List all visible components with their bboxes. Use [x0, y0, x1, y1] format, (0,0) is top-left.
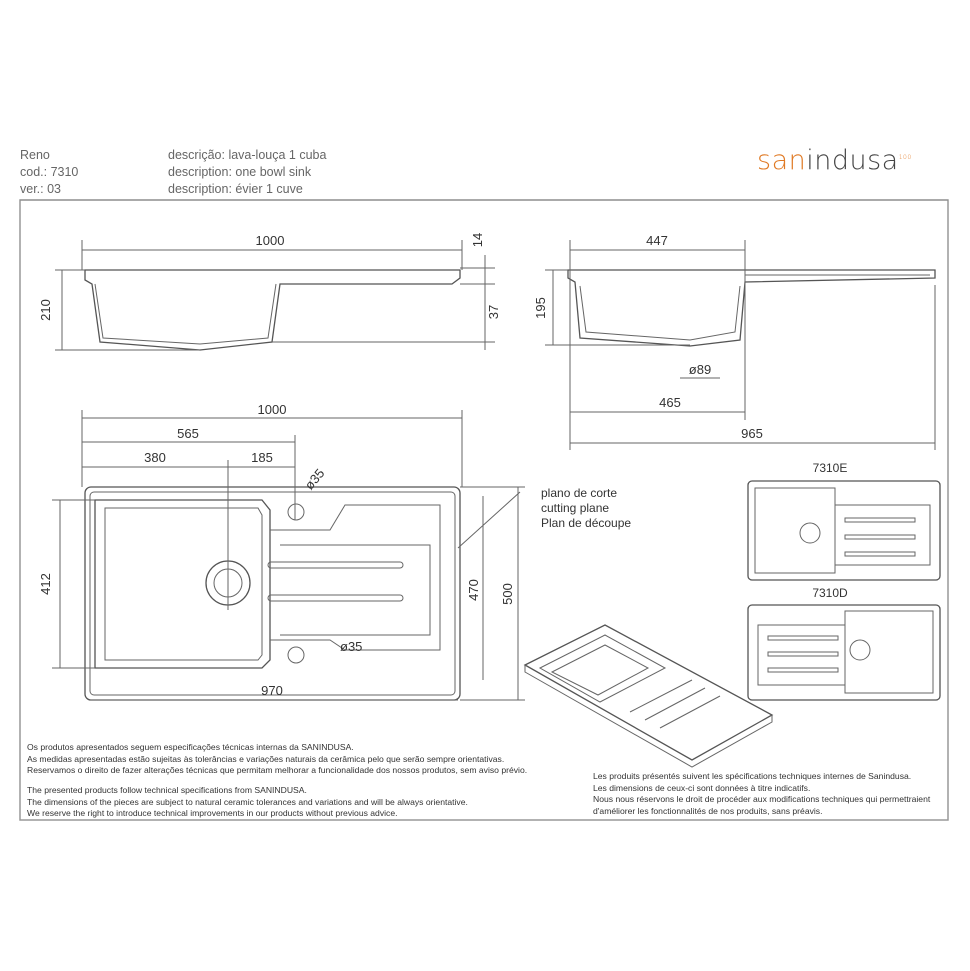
- dim-380: 380: [144, 450, 166, 465]
- dim-965: 965: [741, 426, 763, 441]
- dim-412: 412: [38, 573, 53, 595]
- note-line: The dimensions of the pieces are subject…: [27, 796, 468, 807]
- note-line: Les dimensions de ceux-ci sont données à…: [593, 782, 811, 793]
- note-line: The presented products follow technical …: [27, 785, 307, 795]
- description-pt: descrição: lava-louça 1 cuba: [168, 148, 327, 162]
- note-line: As medidas apresentadas estão sujeitas à…: [27, 753, 505, 764]
- logo-mark: 100: [898, 154, 912, 161]
- dim-drain: ø89: [689, 362, 711, 377]
- plan-view: 1000 565 380 185 ø35 ø35 412 470 500 970…: [38, 402, 631, 701]
- dim-565: 565: [177, 426, 199, 441]
- dim-500: 500: [500, 583, 515, 605]
- note-line: We reserve the right to introduce techni…: [27, 808, 398, 818]
- dim-width-1000: 1000: [256, 233, 285, 248]
- variant-label: 7310D: [812, 586, 848, 600]
- dim-465: 465: [659, 395, 681, 410]
- note-line: Reservamos o direito de fazer alterações…: [27, 765, 528, 775]
- notes-fr: Les produits présentés suivent les spéci…: [593, 771, 930, 817]
- dim-447: 447: [646, 233, 668, 248]
- dim-hole-bottom: ø35: [340, 639, 362, 654]
- cutting-plane-en: cutting plane: [541, 501, 609, 515]
- description-fr: description: évier 1 cuve: [168, 182, 303, 196]
- cutting-plane-fr: Plan de découpe: [541, 516, 631, 530]
- side-view-right: 447 195 ø89 465 965: [533, 233, 936, 450]
- dim-185: 185: [251, 450, 273, 465]
- variant-7310E: 7310E: [747, 461, 941, 581]
- notes-pt: Os produtos apresentados seguem especifi…: [27, 742, 527, 777]
- version: ver.: 03: [20, 182, 61, 196]
- dim-plan-1000: 1000: [258, 402, 287, 417]
- dim-195: 195: [533, 297, 548, 319]
- product-code: cod.: 7310: [20, 165, 79, 179]
- model-name: Reno: [20, 148, 50, 162]
- variant-label: 7310E: [813, 461, 848, 475]
- variant-7310D: 7310D: [747, 586, 941, 701]
- frame: [19, 199, 949, 821]
- note-line: Nous nous réservons le droit de procéder…: [593, 794, 931, 804]
- sanindusa-logo: sanindusa100: [757, 145, 912, 176]
- note-line: Os produtos apresentados seguem especifi…: [27, 742, 354, 752]
- dim-470: 470: [466, 579, 481, 601]
- note-line: d'améliorer les fonctionnalités de nos p…: [593, 805, 823, 816]
- cutting-plane-pt: plano de corte: [541, 486, 617, 500]
- dim-hole-top: ø35: [302, 466, 328, 493]
- dim-height-210: 210: [38, 299, 53, 321]
- dim-rim-14: 14: [470, 233, 485, 247]
- dim-37: 37: [486, 305, 501, 319]
- description-en: description: one bowl sink: [168, 165, 312, 179]
- notes-en: The presented products follow technical …: [27, 785, 468, 820]
- side-view-left: 1000 210 14 37: [38, 233, 501, 351]
- logo-part1: san: [757, 145, 807, 176]
- note-line: Les produits présentés suivent les spéci…: [593, 771, 912, 781]
- logo-part2: indusa: [806, 145, 899, 176]
- dim-970: 970: [261, 683, 283, 698]
- isometric-view: [523, 624, 774, 768]
